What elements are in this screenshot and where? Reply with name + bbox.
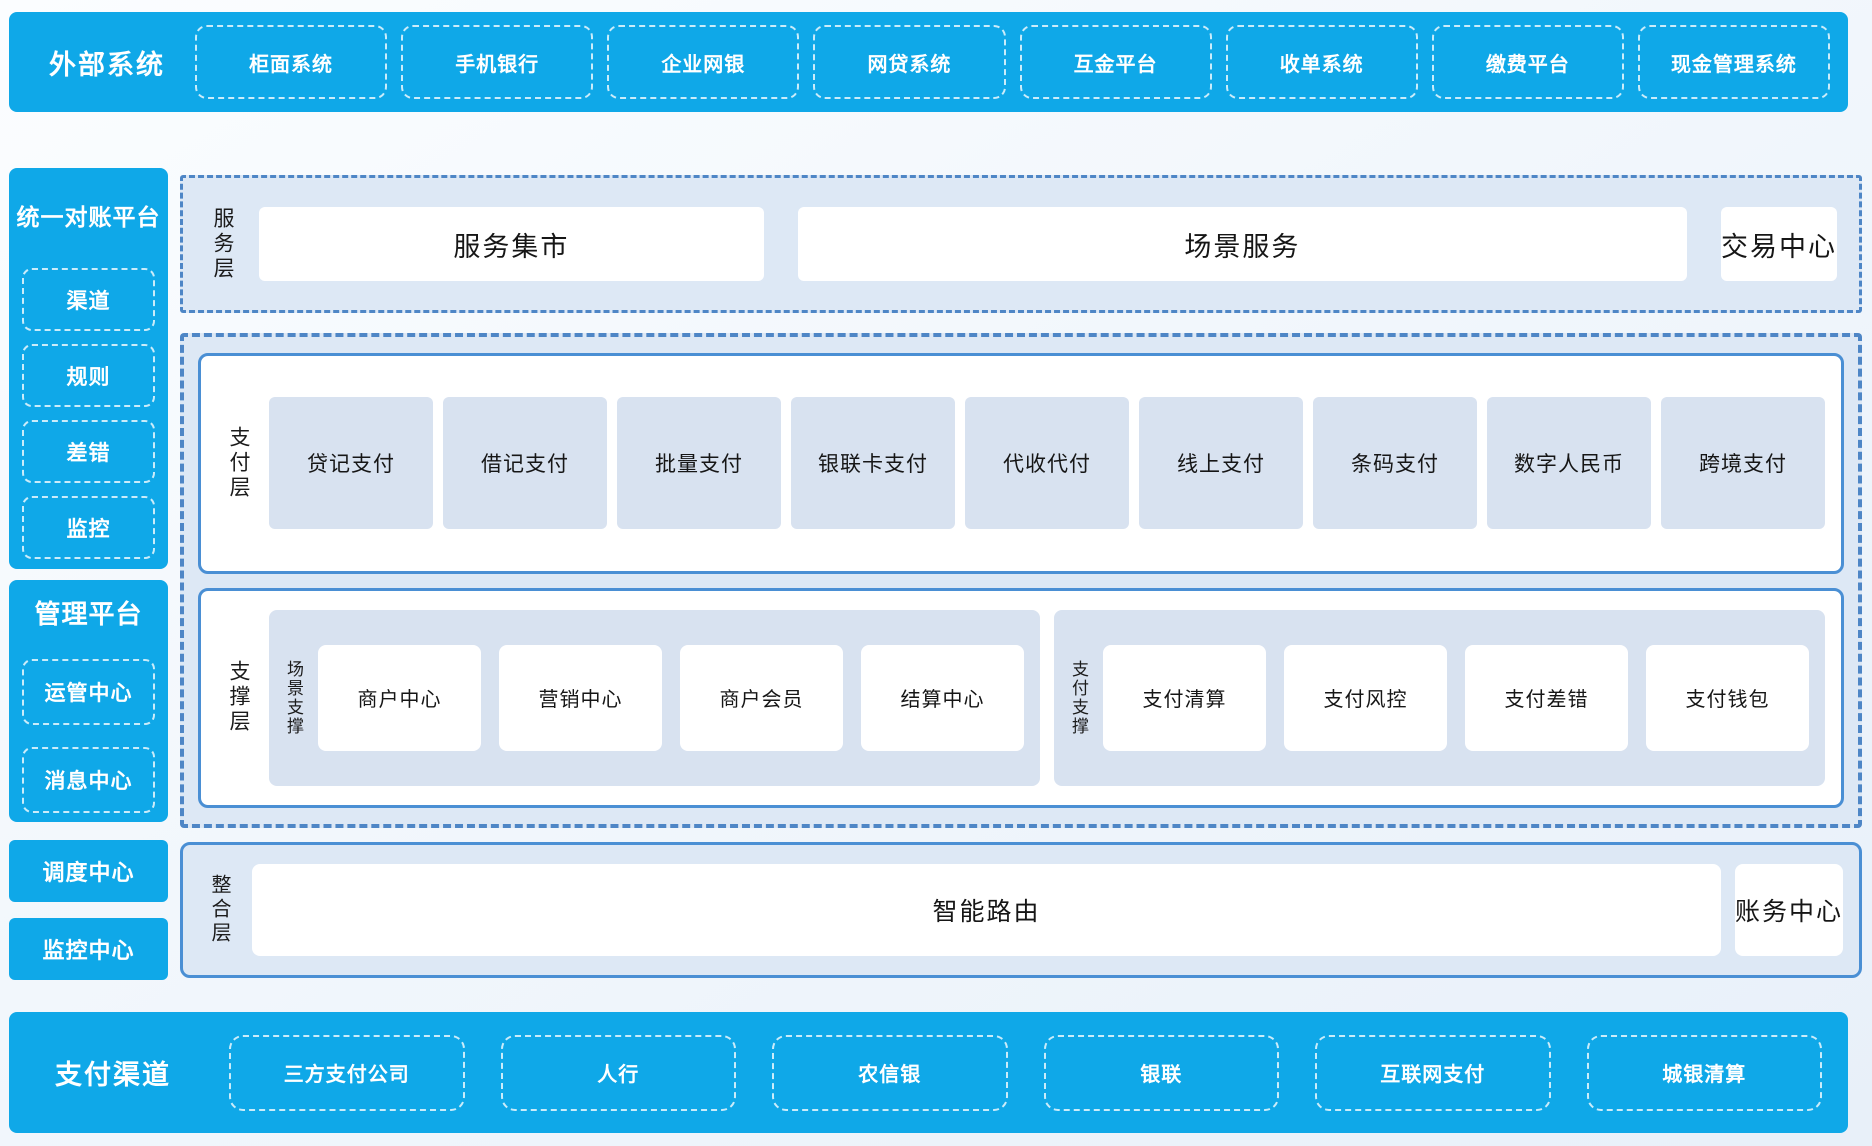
- payment-item: 贷记支付: [269, 397, 433, 530]
- scene-support-item: 营销中心: [499, 644, 662, 751]
- payment-item: 数字人民币: [1487, 397, 1651, 530]
- integration-item: 智能路由: [252, 864, 1721, 956]
- scene-support-label: 场景支撑: [284, 659, 303, 736]
- integration-item: 账务中心: [1734, 864, 1843, 956]
- scene-support-item: 商户会员: [680, 644, 843, 751]
- recon-platform-item: 差错: [22, 420, 155, 483]
- integration-layer-box: 整合层 智能路由账务中心: [180, 842, 1862, 978]
- payment-item: 条码支付: [1313, 397, 1477, 530]
- payment-channel-item: 城银清算: [1586, 1034, 1822, 1111]
- payment-channel-item: 农信银: [772, 1034, 1008, 1111]
- support-layer-label: 支撑层: [227, 660, 250, 736]
- mgmt-platform-title: 管理平台: [34, 599, 143, 629]
- scene-support-list: 商户中心营销中心商户会员结算中心: [318, 644, 1024, 751]
- payment-layer-list: 贷记支付借记支付批量支付银联卡支付代收代付线上支付条码支付数字人民币跨境支付: [269, 397, 1825, 530]
- payment-support-label: 支付支撑: [1069, 659, 1088, 736]
- service-layer-list: 服务集市场景服务交易中心: [259, 207, 1837, 281]
- recon-platform-title: 统一对账平台: [16, 204, 161, 230]
- payment-item: 线上支付: [1139, 397, 1303, 530]
- service-item: 交易中心: [1721, 207, 1837, 281]
- service-layer-label: 服务层: [211, 206, 234, 282]
- mgmt-platform-panel: 管理平台 运管中心消息中心: [9, 580, 168, 822]
- dispatch-center-box: 调度中心: [9, 840, 168, 902]
- external-system-item: 企业网银: [607, 25, 800, 99]
- external-system-item: 网贷系统: [813, 25, 1006, 99]
- external-systems-title: 外部系统: [49, 49, 165, 80]
- external-system-item: 手机银行: [401, 25, 594, 99]
- payment-item: 借记支付: [443, 397, 607, 530]
- payment-layer-box: 支付层 贷记支付借记支付批量支付银联卡支付代收代付线上支付条码支付数字人民币跨境…: [198, 353, 1844, 574]
- scene-support-item: 商户中心: [318, 644, 481, 751]
- external-system-item: 互金平台: [1019, 25, 1212, 99]
- support-layer-box: 支撑层 场景支撑 商户中心营销中心商户会员结算中心 支付支撑 支付清算支付风控支…: [198, 587, 1844, 808]
- service-item: 服务集市: [259, 207, 764, 281]
- payment-channel-item: 人行: [500, 1034, 736, 1111]
- payment-support-item: 支付风控: [1284, 644, 1447, 751]
- external-system-item: 收单系统: [1225, 25, 1418, 99]
- mgmt-platform-list: 运管中心消息中心: [9, 659, 168, 813]
- payment-item: 代收代付: [965, 397, 1129, 530]
- mgmt-platform-item: 消息中心: [22, 747, 155, 813]
- integration-layer-list: 智能路由账务中心: [252, 864, 1843, 956]
- payment-support-item: 支付钱包: [1646, 644, 1809, 751]
- payment-channel-item: 三方支付公司: [229, 1034, 465, 1111]
- monitor-center-box: 监控中心: [9, 918, 168, 980]
- mgmt-platform-item: 运管中心: [22, 659, 155, 725]
- scene-support-group: 场景支撑 商户中心营销中心商户会员结算中心: [269, 609, 1040, 786]
- payment-layer-label: 支付层: [227, 425, 250, 501]
- payment-item: 批量支付: [617, 397, 781, 530]
- payment-channels-list: 三方支付公司人行农信银银联互联网支付城银清算: [229, 1034, 1848, 1111]
- recon-platform-item: 规则: [22, 344, 155, 407]
- external-system-item: 缴费平台: [1431, 25, 1624, 99]
- payment-channels-bar: 支付渠道 三方支付公司人行农信银银联互联网支付城银清算: [9, 1012, 1848, 1133]
- service-layer-panel: 服务层 服务集市场景服务交易中心: [180, 175, 1862, 313]
- recon-platform-item: 监控: [22, 496, 155, 559]
- payment-support-item: 支付清算: [1103, 644, 1266, 751]
- payment-item: 银联卡支付: [791, 397, 955, 530]
- payment-support-item: 支付差错: [1465, 644, 1628, 751]
- recon-platform-item: 渠道: [22, 268, 155, 331]
- external-system-item: 柜面系统: [195, 25, 388, 99]
- payment-support-container: 支付层 贷记支付借记支付批量支付银联卡支付代收代付线上支付条码支付数字人民币跨境…: [180, 333, 1862, 828]
- service-item: 场景服务: [797, 207, 1687, 281]
- external-system-item: 现金管理系统: [1637, 25, 1830, 99]
- payment-channels-title: 支付渠道: [55, 1060, 171, 1090]
- payment-support-group: 支付支撑 支付清算支付风控支付差错支付钱包: [1054, 609, 1825, 786]
- payment-channel-item: 银联: [1043, 1034, 1279, 1111]
- support-groups: 场景支撑 商户中心营销中心商户会员结算中心 支付支撑 支付清算支付风控支付差错支…: [269, 609, 1825, 786]
- payment-item: 跨境支付: [1661, 397, 1825, 530]
- payment-channel-item: 互联网支付: [1315, 1034, 1551, 1111]
- external-systems-list: 柜面系统手机银行企业网银网贷系统互金平台收单系统缴费平台现金管理系统: [195, 25, 1848, 99]
- scene-support-item: 结算中心: [861, 644, 1024, 751]
- external-systems-bar: 外部系统 柜面系统手机银行企业网银网贷系统互金平台收单系统缴费平台现金管理系统: [9, 12, 1848, 112]
- payment-support-list: 支付清算支付风控支付差错支付钱包: [1103, 644, 1809, 751]
- recon-platform-list: 渠道规则差错监控: [9, 268, 168, 559]
- integration-layer-label: 整合层: [208, 874, 230, 946]
- recon-platform-panel: 统一对账平台 渠道规则差错监控: [9, 168, 168, 569]
